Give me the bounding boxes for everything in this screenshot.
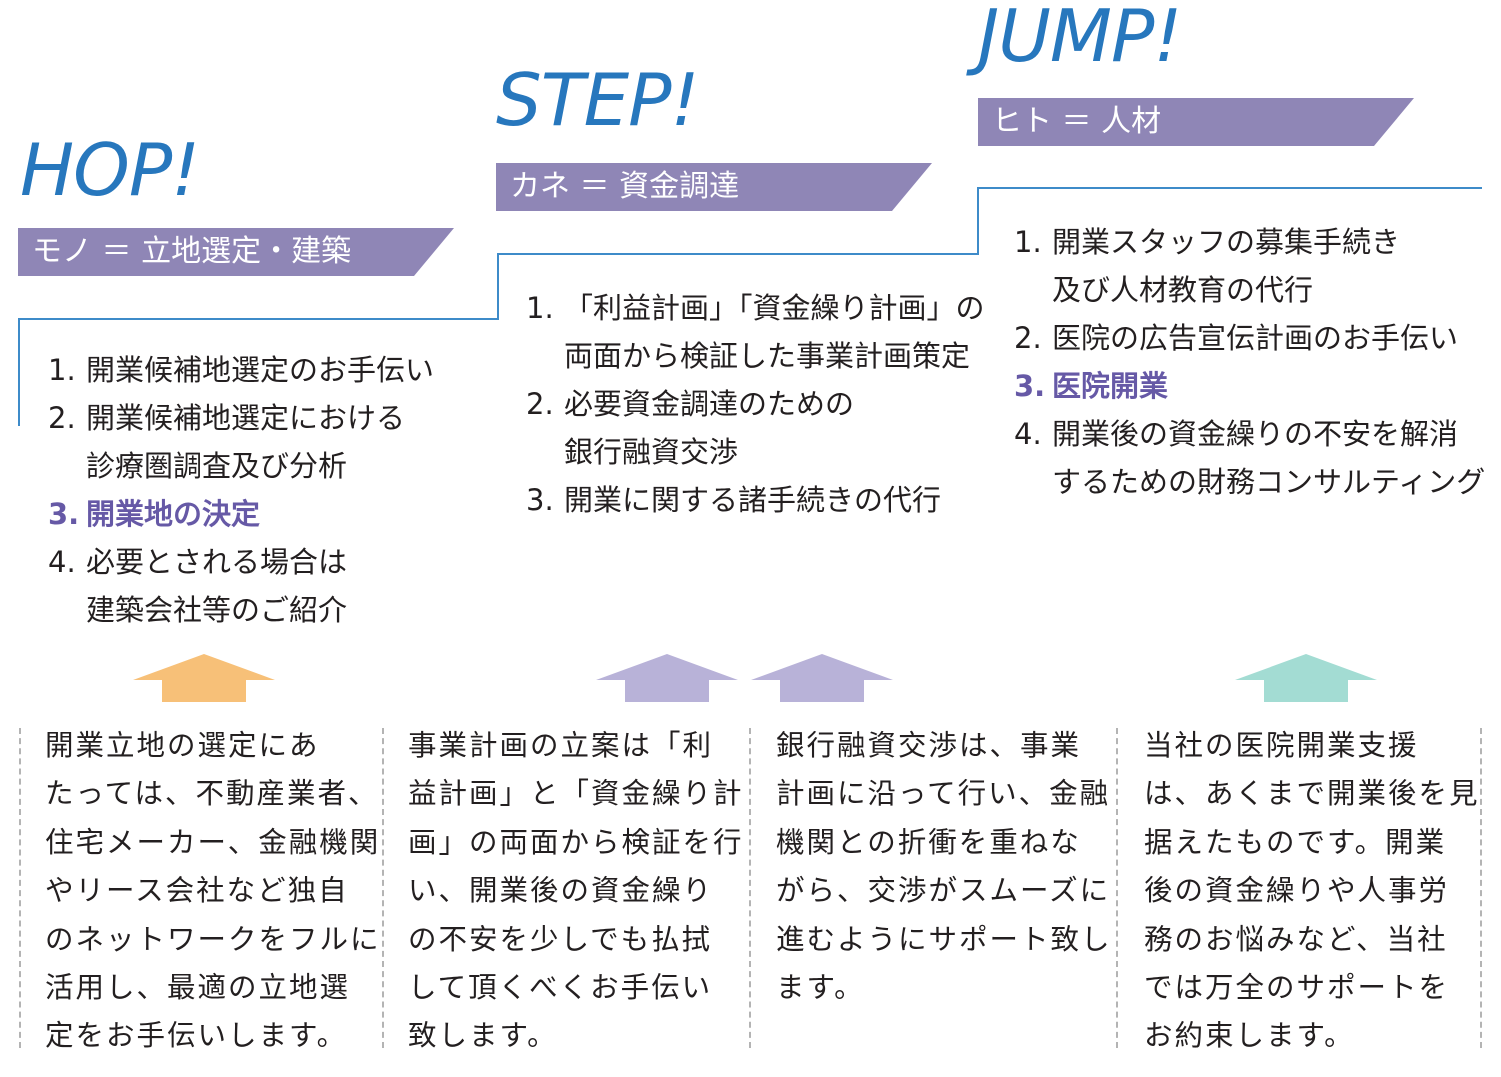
item-text-continued: 建築会社等のご紹介 <box>86 593 348 627</box>
description-line: 益計画」と「資金繰り計 <box>408 777 744 811</box>
description-line: 機関との折衝を重ねな <box>776 825 1081 859</box>
step-title: STEP! <box>496 58 699 142</box>
item-text-continued: 両面から検証した事業計画策定 <box>564 339 971 373</box>
up-arrow-icon <box>1235 654 1377 702</box>
item-text-continued: するための財務コンサルティング <box>1052 465 1486 499</box>
description-line: 活用し、最適の立地選 <box>45 971 351 1005</box>
item-text: 開業後の資金繰りの不安を解消 <box>1052 417 1459 451</box>
divider <box>1480 728 1482 1048</box>
description-line: 進むようにサポート致し <box>776 922 1112 956</box>
description-line: たっては、不動産業者、 <box>45 777 379 811</box>
item-number: 1. <box>526 291 554 325</box>
description-line: 事業計画の立案は「利 <box>408 729 714 762</box>
item-text-continued: 銀行融資交渉 <box>564 435 739 469</box>
list-item: 3. 開業に関する諸手続きの代行 <box>526 476 985 524</box>
item-text-continued: 診療圏調査及び分析 <box>86 449 348 483</box>
item-text: 開業地の決定 <box>86 497 261 531</box>
description-line: 後の資金繰りや人事労 <box>1144 874 1450 908</box>
item-number: 3. <box>48 497 80 531</box>
jump-description: 当社の医院開業支援 は、あくまで開業後を見 据えたものです。開業 後の資金繰りや… <box>1144 722 1480 1054</box>
divider <box>382 728 384 1048</box>
description-line: は、あくまで開業後を見 <box>1144 777 1480 811</box>
description-line: 銀行融資交渉は、事業 <box>776 729 1082 762</box>
item-number: 1. <box>1014 225 1042 259</box>
list-item: 2. 開業候補地選定における診療圏調査及び分析 <box>48 394 434 490</box>
hop-description: 開業立地の選定にあ たっては、不動産業者、 住宅メーカー、金融機関 やリース会社… <box>45 722 381 1054</box>
description-line: お約束します。 <box>1144 1019 1355 1053</box>
item-text: 開業スタッフの募集手続き <box>1052 225 1401 259</box>
list-item: 1. 開業スタッフの募集手続き及び人材教育の代行 <box>1014 218 1485 314</box>
jump-banner: ヒト ＝ 人材 <box>978 98 1414 146</box>
item-number: 1. <box>48 353 76 387</box>
item-number: 2. <box>48 401 76 435</box>
item-number: 2. <box>526 387 554 421</box>
up-arrow-icon <box>133 654 275 702</box>
description-line: 計画に沿って行い、金融 <box>776 777 1111 811</box>
item-number: 4. <box>1014 417 1042 451</box>
item-text: 必要資金調達のための <box>564 387 855 421</box>
list-item: 2. 医院の広告宣伝計画のお手伝い <box>1014 314 1485 362</box>
description-line: 当社の医院開業支援 <box>1144 729 1419 762</box>
stair-line-jump-vertical <box>977 187 979 255</box>
description-line: して頂くべくお手伝い <box>408 971 713 1005</box>
list-item: 1. 「利益計画」「資金繰り計画」の両面から検証した事業計画策定 <box>526 284 985 380</box>
jump-list: 1. 開業スタッフの募集手続き及び人材教育の代行 2. 医院の広告宣伝計画のお手伝い… <box>1014 218 1485 506</box>
list-item: 1. 開業候補地選定のお手伝い <box>48 346 434 394</box>
description-line: 据えたものです。開業 <box>1144 825 1447 859</box>
description-line: やリース会社など独自 <box>45 874 349 908</box>
description-line: 致します。 <box>408 1019 558 1053</box>
description-line: のネットワークをフルに <box>45 922 381 956</box>
step-plan-description: 事業計画の立案は「利 益計画」と「資金繰り計 画」の両面から検証を行 い、開業後… <box>408 722 744 1054</box>
jump-title: JUMP! <box>978 0 1182 78</box>
item-text: 開業候補地選定のお手伝い <box>86 353 435 387</box>
description-line: がら、交渉がスムーズに <box>776 874 1111 908</box>
item-text-continued: 及び人材教育の代行 <box>1052 273 1314 307</box>
list-item: 2. 必要資金調達のための銀行融資交渉 <box>526 380 985 476</box>
divider <box>19 728 21 1048</box>
item-text: 医院開業 <box>1052 369 1169 403</box>
hop-title: HOP! <box>20 128 200 212</box>
hop-list: 1. 開業候補地選定のお手伝い 2. 開業候補地選定における診療圏調査及び分析 3.… <box>48 346 434 634</box>
up-arrow-icon <box>596 654 738 702</box>
description-line: 住宅メーカー、金融機関 <box>45 825 381 859</box>
item-text: 必要とされる場合は <box>86 545 348 579</box>
step-banner: カネ ＝ 資金調達 <box>496 163 932 211</box>
item-text: 開業候補地選定における <box>86 401 406 435</box>
description-line: 務のお悩みなど、当社 <box>1144 922 1448 956</box>
list-item: 4. 開業後の資金繰りの不安を解消するための財務コンサルティング <box>1014 410 1485 506</box>
item-number: 3. <box>1014 369 1046 403</box>
item-number: 3. <box>526 483 554 517</box>
list-item-highlight: 3.医院開業 <box>1014 362 1485 410</box>
divider <box>1116 728 1118 1048</box>
list-item-highlight: 3.開業地の決定 <box>48 490 434 538</box>
step-list: 1. 「利益計画」「資金繰り計画」の両面から検証した事業計画策定 2. 必要資金調達… <box>526 284 985 524</box>
description-line: の不安を少しでも払拭 <box>408 922 713 956</box>
item-text: 「利益計画」「資金繰り計画」の <box>564 291 985 325</box>
up-arrow-icon <box>751 654 893 702</box>
description-line: ます。 <box>776 971 865 1005</box>
item-number: 4. <box>48 545 76 579</box>
description-line: 画」の両面から検証を行 <box>408 825 744 859</box>
description-line: 開業立地の選定にあ <box>45 729 320 762</box>
stair-line-jump-horizontal <box>977 187 1482 189</box>
item-text: 開業に関する諸手続きの代行 <box>564 483 942 517</box>
stair-line-hop-vertical <box>18 318 20 426</box>
list-item: 4. 必要とされる場合は建築会社等のご紹介 <box>48 538 434 634</box>
divider <box>749 728 751 1048</box>
item-text: 医院の広告宣伝計画のお手伝い <box>1052 321 1459 355</box>
description-line: い、開業後の資金繰り <box>408 874 714 908</box>
stair-line-step-vertical <box>497 253 499 320</box>
description-line: 定をお手伝いします。 <box>45 1019 348 1053</box>
stair-line-step-horizontal <box>497 253 979 255</box>
description-line: では万全のサポートを <box>1144 971 1450 1005</box>
item-number: 2. <box>1014 321 1042 355</box>
stair-line-hop-horizontal <box>18 318 499 320</box>
step-loan-description: 銀行融資交渉は、事業 計画に沿って行い、金融 機関との折衝を重ねな がら、交渉が… <box>776 722 1112 1054</box>
hop-banner: モノ ＝ 立地選定・建築 <box>18 228 454 276</box>
